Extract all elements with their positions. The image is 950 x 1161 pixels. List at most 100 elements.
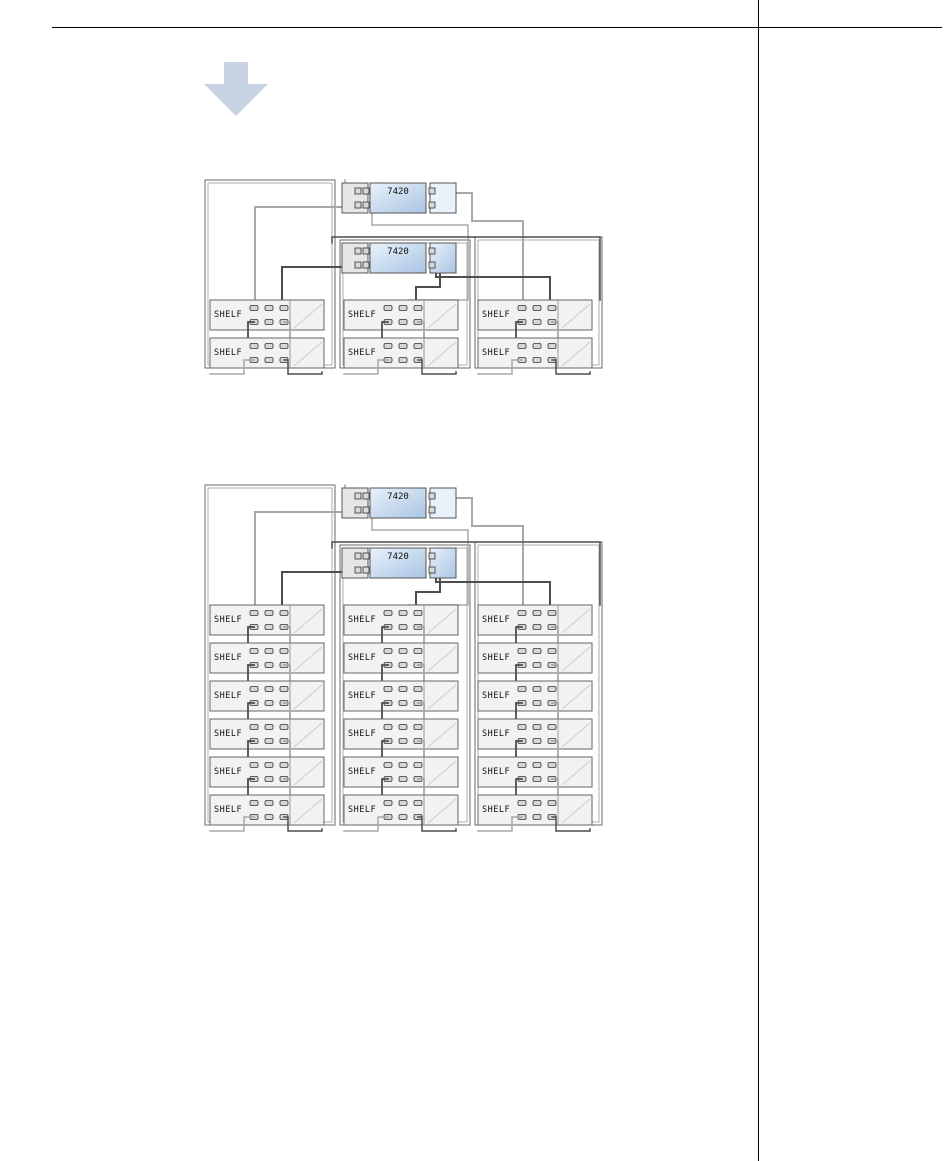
shelf-c1-s5: SHELF (210, 757, 324, 787)
controller-bottom: 7420 (342, 548, 456, 578)
controller-bottom-port-plate (342, 243, 368, 273)
shelf-c3-s3-label: SHELF (482, 691, 510, 701)
shelf-c1-s1-port-1 (265, 306, 273, 311)
shelf-c1-s2-label: SHELF (214, 348, 242, 358)
controller-top-port-c (363, 188, 369, 194)
header-rule (52, 27, 942, 28)
controller-top-label: 7420 (387, 187, 409, 197)
shelf-c1-s2-port-4 (265, 358, 273, 363)
controller-top-port-d (363, 202, 369, 208)
shelf-c2-s4-label: SHELF (348, 729, 376, 739)
shelf-c2-s1-port-0 (384, 306, 392, 311)
shelf-c2-s1-label: SHELF (348, 615, 376, 625)
shelf-c2-s2: SHELF (344, 643, 458, 673)
shelf-c1-s1-port-2 (280, 306, 288, 311)
shelf-c3-s4-port-2 (548, 725, 556, 730)
shelf-c2-s2-port-4 (399, 358, 407, 363)
shelf-c2-s3-port-2 (414, 687, 422, 692)
shelf-c3-s3-port-4 (533, 701, 541, 706)
shelf-c1-s3-port-2 (280, 687, 288, 692)
shelf-c2-s1-label: SHELF (348, 310, 376, 320)
shelf-c2-s5-port-2 (414, 763, 422, 768)
shelf-c2-s5: SHELF (344, 757, 458, 787)
cabling-diagram-two-shelves: 74207420SHELFSHELFSHELFSHELFSHELFSHELF (200, 175, 610, 380)
shelf-c1-s2: SHELF (210, 643, 324, 673)
shelf-c1-s1-port-0 (250, 611, 258, 616)
shelf-c1-s2-port-0 (250, 649, 258, 654)
shelf-c1-s6: SHELF (210, 795, 324, 825)
shelf-c1-s1-port-4 (265, 625, 273, 630)
shelf-c2-s6-port-1 (399, 801, 407, 806)
controller-bottom: 7420 (342, 243, 456, 273)
shelf-c2-s4-port-0 (384, 725, 392, 730)
shelf-c1-s5-port-1 (265, 763, 273, 768)
controller-top-port-f (429, 202, 435, 208)
shelf-c3-s2-port-0 (518, 649, 526, 654)
shelf-c1-s4-port-4 (265, 739, 273, 744)
shelf-c2-s2-label: SHELF (348, 653, 376, 663)
left-margin-rule (758, 0, 759, 1161)
shelf-c2-s3-port-0 (384, 687, 392, 692)
controller-top-port-c (363, 493, 369, 499)
shelf-c3-s1-port-2 (548, 611, 556, 616)
controller-bottom-port-b (355, 567, 361, 573)
shelf-c1-s6-label: SHELF (214, 805, 242, 815)
shelf-c1-s6-port-2 (280, 801, 288, 806)
shelf-c3-s2-port-1 (533, 649, 541, 654)
controller-bottom-port-f (429, 567, 435, 573)
shelf-c2-s4: SHELF (344, 719, 458, 749)
controller-top-port-a (355, 493, 361, 499)
shelf-c1-s6-port-4 (265, 815, 273, 820)
shelf-c3-s6-port-1 (533, 801, 541, 806)
shelf-c2-s1-port-4 (399, 625, 407, 630)
shelf-c1-s5-port-4 (265, 777, 273, 782)
controller-top-port-b (355, 202, 361, 208)
shelf-c3-s2: SHELF (478, 643, 592, 673)
shelf-c2-s2-port-1 (399, 649, 407, 654)
shelf-c1-s1-port-4 (265, 320, 273, 325)
controller-bottom-port-d (363, 262, 369, 268)
shelf-c3-s1-port-2 (548, 306, 556, 311)
controller-top: 7420 (342, 488, 456, 518)
shelf-c1-s1-label: SHELF (214, 310, 242, 320)
shelf-c2-s3: SHELF (344, 681, 458, 711)
shelf-c1-s2-port-1 (265, 649, 273, 654)
controller-top-right-box (430, 183, 456, 213)
shelf-c2-s2-port-2 (414, 344, 422, 349)
shelf-c1-s3-label: SHELF (214, 691, 242, 701)
shelf-c1-s1-port-1 (265, 611, 273, 616)
controller-bottom-port-a (355, 248, 361, 254)
shelf-c2-s1: SHELF (344, 300, 458, 330)
shelf-c1-s3: SHELF (210, 681, 324, 711)
shelf-c3-s1-port-4 (533, 320, 541, 325)
shelf-c1-s1: SHELF (210, 605, 324, 635)
shelf-c2-s2-port-1 (399, 344, 407, 349)
shelf-c1-s1-port-0 (250, 306, 258, 311)
controller-top-port-f (429, 507, 435, 513)
shelf-c3-s5-port-4 (533, 777, 541, 782)
shelf-c1-s1-port-2 (280, 611, 288, 616)
shelf-c3-s1-port-4 (533, 625, 541, 630)
controller-bottom-port-e (429, 248, 435, 254)
controller-bottom-right-box (430, 243, 456, 273)
controller-top-port-plate (342, 183, 368, 213)
shelf-c2-s6-port-2 (414, 801, 422, 806)
controller-bottom-port-c (363, 248, 369, 254)
shelf-c2-s5-port-4 (399, 777, 407, 782)
shelf-c2-s1-port-2 (414, 611, 422, 616)
shelf-c3-s5-label: SHELF (482, 767, 510, 777)
shelf-c3-s4-label: SHELF (482, 729, 510, 739)
shelf-c2-s2: SHELF (344, 338, 458, 368)
shelf-c1-s5-port-0 (250, 763, 258, 768)
shelf-c2-s6-label: SHELF (348, 805, 376, 815)
shelf-c2-s3-port-4 (399, 701, 407, 706)
shelf-c2-s1-port-4 (399, 320, 407, 325)
shelf-c3-s5: SHELF (478, 757, 592, 787)
shelf-c3-s2-port-2 (548, 649, 556, 654)
controller-top-label: 7420 (387, 492, 409, 502)
shelf-c1-s3-port-0 (250, 687, 258, 692)
shelf-c3-s6: SHELF (478, 795, 592, 825)
controller-top: 7420 (342, 183, 456, 213)
shelf-c1-s6-port-1 (265, 801, 273, 806)
